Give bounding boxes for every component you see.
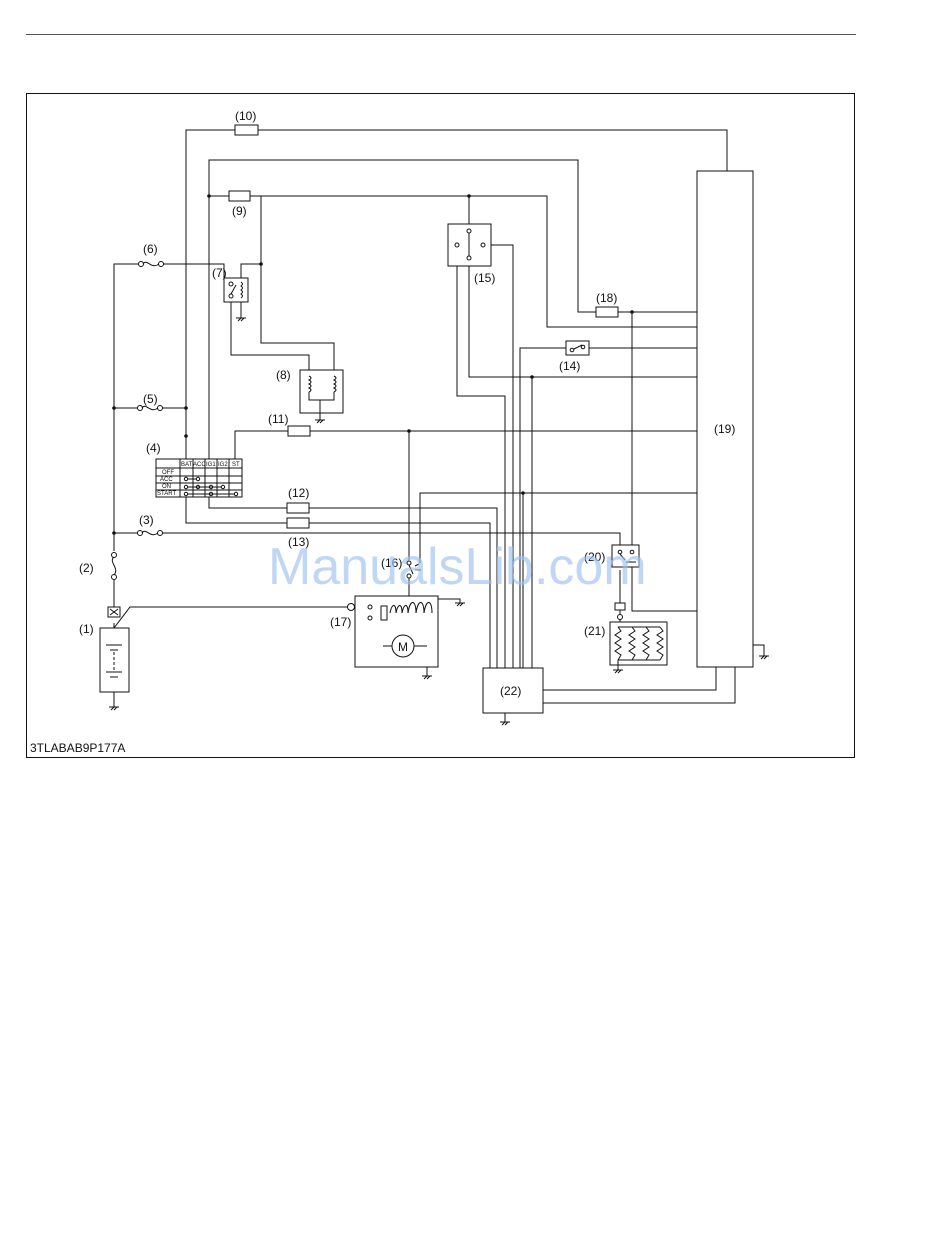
heater-21	[610, 622, 667, 670]
label-22: (22)	[500, 684, 521, 698]
fuse-9	[229, 191, 250, 201]
label-18: (18)	[596, 291, 617, 305]
fusible-link-3	[138, 531, 163, 536]
wiring	[114, 130, 764, 707]
label-1: (1)	[79, 622, 94, 636]
label-2: (2)	[79, 561, 94, 575]
motor-symbol: M	[398, 640, 408, 654]
ks-row-start: START	[157, 491, 176, 497]
fuse-13	[287, 518, 309, 528]
label-9: (9)	[232, 204, 247, 218]
fuse-11	[288, 426, 310, 436]
ks-col-st: ST	[232, 462, 240, 468]
slow-blow-fuse-2	[112, 553, 117, 580]
key-switch-4: BAT ACC IG1 IG2 ST OFF ACC ON START	[156, 459, 242, 497]
ground-symbols	[109, 318, 769, 725]
label-19: (19)	[714, 422, 735, 436]
figure-id: 3TLABAB9P177A	[30, 741, 125, 755]
ks-col-bat: BAT	[181, 462, 193, 468]
switch-14	[566, 341, 589, 355]
ks-col-ig2: IG2	[218, 462, 228, 468]
switch-15	[448, 224, 491, 266]
label-10: (10)	[235, 109, 256, 123]
label-14: (14)	[559, 359, 580, 373]
label-15: (15)	[474, 271, 495, 285]
fuse-18	[596, 307, 618, 317]
label-3: (3)	[139, 513, 154, 527]
ks-row-on: ON	[162, 484, 171, 490]
ks-row-off: OFF	[162, 470, 174, 476]
ks-col-acc: ACC	[193, 462, 206, 468]
fusible-link-5	[138, 406, 163, 411]
controller-19	[697, 171, 753, 667]
fusible-link-6	[139, 262, 164, 267]
relay-8	[300, 370, 343, 420]
label-7: (7)	[212, 266, 227, 280]
watermark: ManualsLib.com	[268, 538, 647, 596]
label-12: (12)	[288, 486, 309, 500]
battery-1	[100, 607, 129, 692]
label-5: (5)	[143, 392, 158, 406]
label-21: (21)	[584, 624, 605, 638]
ks-row-acc: ACC	[160, 477, 173, 483]
label-6: (6)	[143, 242, 158, 256]
starter-motor-17: M	[348, 596, 439, 667]
label-8: (8)	[276, 368, 291, 382]
label-11: (11)	[268, 412, 288, 426]
ks-col-ig1: IG1	[206, 462, 216, 468]
label-17: (17)	[330, 615, 351, 629]
fuse-12	[287, 503, 309, 513]
fuse-10	[235, 125, 258, 135]
label-4: (4)	[146, 441, 161, 455]
relay-7	[224, 278, 248, 302]
